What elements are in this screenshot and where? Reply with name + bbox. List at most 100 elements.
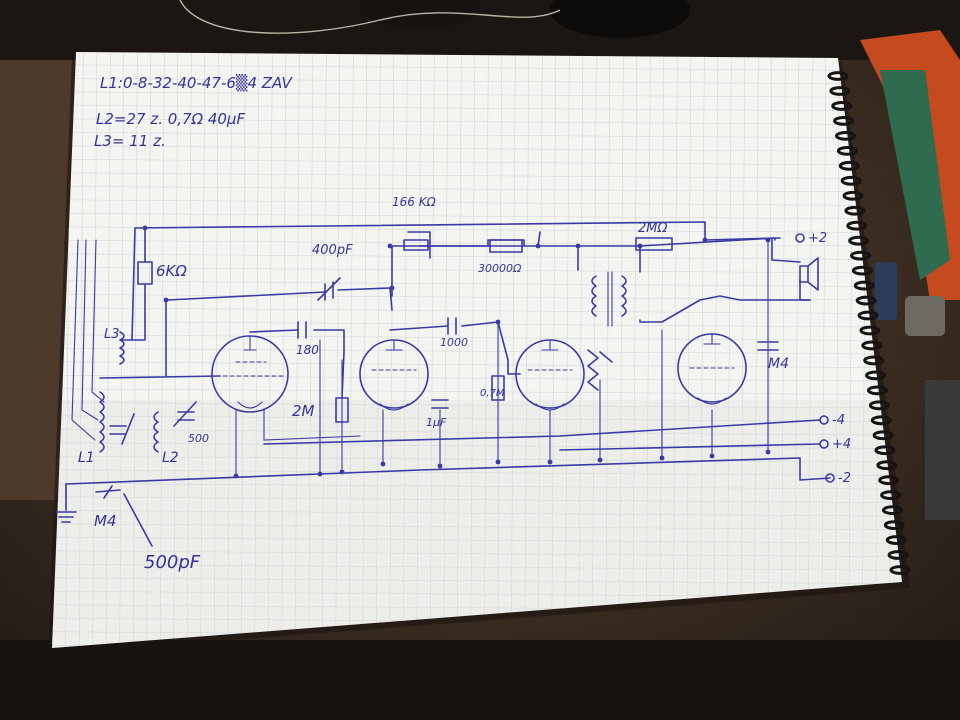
spiral-ring <box>831 101 853 111</box>
resistor-0-7m <box>491 375 505 401</box>
tube-1 <box>211 335 289 413</box>
capacitor-var-left <box>109 413 135 445</box>
spiral-ring <box>836 145 858 156</box>
label-180: 180 <box>296 343 319 357</box>
terminal-minus4 <box>819 415 829 425</box>
spiral-ring <box>872 430 894 441</box>
spiral-ring <box>835 130 857 141</box>
label-1uf: 1μF <box>426 416 447 429</box>
label-500: 500 <box>188 432 209 445</box>
resistor-6k <box>137 261 153 285</box>
terminal-minus2 <box>825 473 835 483</box>
grid-lines <box>52 52 902 648</box>
spiral-ring <box>865 370 887 381</box>
background-wire <box>179 0 561 34</box>
spiral-ring <box>868 400 890 411</box>
capacitor-component <box>875 262 897 320</box>
label-166k: 166 KΩ <box>392 195 437 209</box>
spiral-binding <box>827 71 911 575</box>
wire-drops <box>235 239 769 477</box>
capacitor-m4-right <box>757 341 779 351</box>
capacitor-1000 <box>447 317 457 335</box>
desk-top-strip <box>0 0 960 60</box>
spiral-ring <box>874 445 896 456</box>
wire-plus4 <box>559 443 821 451</box>
tube-3 <box>515 339 585 411</box>
resistor-30000 <box>489 239 523 253</box>
label-30000: 30000Ω <box>478 262 522 275</box>
wire-third-rail <box>537 237 776 247</box>
spiral-ring <box>840 175 862 186</box>
spiral-ring <box>838 160 860 171</box>
spiral-ring <box>876 460 898 471</box>
potentiometer <box>587 349 613 391</box>
spiral-ring <box>846 220 868 231</box>
label-terminal-plus2: +2 <box>808 231 827 246</box>
spiral-ring <box>887 550 909 560</box>
note-line-2: L2=27 z. 0,7Ω 40μF <box>96 110 245 128</box>
terminal-plus2 <box>795 233 805 243</box>
spiral-ring <box>878 475 900 486</box>
label-m4-left: M4 <box>94 512 117 530</box>
note-line-1: L1:0-8-32-40-47-6▒4 ZAV <box>100 74 294 92</box>
coil-l1 <box>99 391 105 453</box>
coil-transformer-a <box>591 275 597 317</box>
spiral-ring <box>870 415 892 426</box>
label-l3: L3 <box>104 327 120 342</box>
capacitor-1uf <box>431 399 449 409</box>
wire-antenna-lines <box>71 239 105 441</box>
spiral-ring <box>829 86 851 96</box>
capacitor-500-var <box>173 401 197 427</box>
spiral-ring <box>853 280 875 291</box>
resistor-166k <box>403 239 429 251</box>
label-400pf: 400pF <box>312 243 353 258</box>
wire-speaker <box>771 237 811 301</box>
label-terminal-plus4: +4 <box>832 437 851 452</box>
coil-transformer-b <box>621 275 627 317</box>
capacitor-component-2 <box>905 296 945 336</box>
spiral-ring <box>889 565 911 575</box>
spiral-ring <box>881 505 903 516</box>
background-object <box>550 0 690 38</box>
spiral-ring <box>880 490 902 501</box>
schematic <box>55 221 831 523</box>
spiral-ring <box>855 295 877 306</box>
wire-ground-bus <box>65 457 831 485</box>
label-l1: L1 <box>78 450 95 466</box>
spiral-ring <box>827 71 849 81</box>
label-1000: 1000 <box>440 336 468 349</box>
wire-top-rail <box>134 221 781 241</box>
resistor-2m <box>335 397 349 423</box>
spiral-ring <box>844 205 866 216</box>
label-6k: 6KΩ <box>156 262 187 280</box>
label-terminal-minus4: -4 <box>832 413 845 428</box>
spiral-ring <box>885 535 907 545</box>
label-500pf: 500pF <box>144 552 201 573</box>
label-0-7m: 0,7M <box>480 388 505 399</box>
desk-bottom-shadow <box>0 640 960 720</box>
wire-left-rail <box>121 227 146 341</box>
wire-left-box <box>99 227 221 379</box>
tube-4 <box>677 333 747 405</box>
spiral-ring <box>866 385 888 396</box>
spiral-ring <box>857 310 879 321</box>
label-l2: L2 <box>162 450 179 466</box>
spiral-ring <box>883 520 905 530</box>
terminal-plus4 <box>819 439 829 449</box>
wire-tube2-out <box>389 321 521 375</box>
resistor-2m-top <box>635 237 673 251</box>
tool-body <box>925 380 960 520</box>
spiral-ring <box>863 355 885 366</box>
spiral-ring <box>859 325 881 336</box>
wire-ground-vertical <box>55 483 77 523</box>
pliers-handle-green <box>880 70 950 280</box>
note-line-3: L3= 11 z. <box>94 132 166 150</box>
label-terminal-minus2: -2 <box>838 471 851 486</box>
label-500pf-leader <box>123 493 153 547</box>
spiral-ring <box>851 265 873 276</box>
spiral-ring <box>861 340 883 351</box>
wire-tube1-out <box>249 329 345 399</box>
capacitor-180 <box>297 321 307 339</box>
wire-minus4 <box>263 419 821 445</box>
